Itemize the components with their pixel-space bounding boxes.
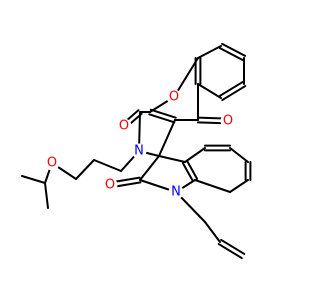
double-bond-line — [217, 243, 243, 260]
single-bond-line — [21, 175, 46, 184]
single-bond-line — [93, 159, 122, 172]
atom-label-o-carbonyl-pyrrolone: O — [119, 119, 129, 134]
double-bond-line — [181, 162, 194, 183]
single-bond-line — [204, 221, 221, 243]
single-bond-line — [184, 147, 206, 163]
single-bond-line — [44, 182, 49, 209]
atom-label-n-pyrrolone: N — [134, 144, 144, 159]
single-bond-line — [197, 83, 222, 99]
atom-label-background — [168, 184, 184, 200]
atom-label-o-carbonyl-indolinone: O — [105, 178, 115, 193]
single-bond-line — [197, 45, 222, 59]
single-bond-line — [194, 179, 231, 193]
double-bond-line — [220, 238, 246, 255]
double-bond-line — [149, 108, 177, 119]
single-bond-line — [173, 57, 199, 98]
atom-label-background — [102, 177, 118, 193]
atom-label-background — [131, 143, 147, 159]
single-bond-line — [229, 147, 249, 163]
atom-label-background — [44, 155, 60, 171]
single-bond-line — [75, 159, 95, 180]
atom-label-o-ketone-chromone: O — [223, 114, 233, 129]
single-bond-line — [139, 155, 160, 181]
double-bond-line — [218, 47, 244, 62]
atom-label-o-pyran: O — [169, 90, 179, 105]
atom-label-background — [220, 113, 236, 129]
atom-label-background — [116, 118, 132, 134]
double-bond-line — [186, 159, 199, 180]
double-bond-line — [221, 42, 247, 57]
atom-label-o-ether: O — [47, 156, 57, 171]
single-bond-line — [229, 179, 249, 193]
single-bond-line — [158, 119, 176, 157]
atom-label-background — [166, 89, 182, 105]
double-bond-line — [148, 113, 176, 124]
double-bond-line — [221, 85, 247, 102]
atom-label-n-indolinone: N — [171, 185, 181, 200]
double-bond-line — [218, 80, 244, 97]
single-bond-line — [158, 155, 186, 163]
